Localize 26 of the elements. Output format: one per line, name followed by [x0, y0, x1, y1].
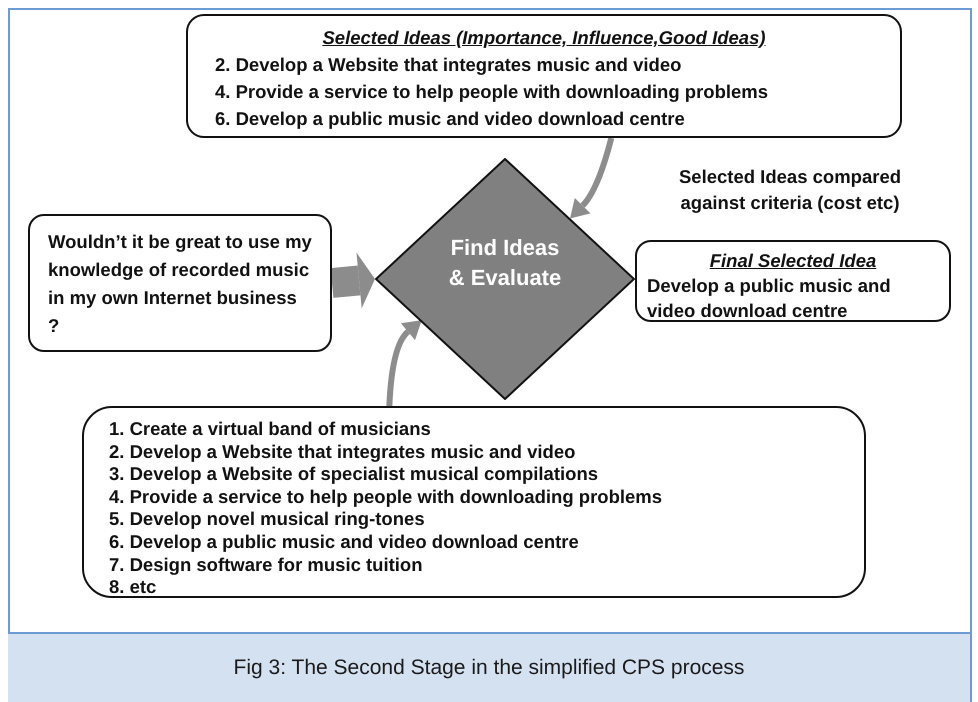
- block-arrow: [330, 252, 375, 308]
- rounded-text-box: [186, 14, 902, 138]
- idea-item: 6. Develop a public music and video download centre: [109, 530, 579, 554]
- note-text: Selected Ideas compared against criteria (cost etc): [678, 165, 902, 215]
- idea-item: 7. Design software for music tuition: [109, 554, 423, 576]
- diamond-label: Find Ideas & Evaluate: [448, 234, 562, 292]
- box-heading: Selected Ideas (Importance, Influence,Good Ideas): [322, 26, 767, 50]
- idea-item: 3. Develop a Website of specialist musical compilations: [109, 463, 598, 486]
- rounded-text-box: [635, 240, 951, 322]
- question-text: Wouldn’t it be great to use my knowledge of recorded music in my own Internet business ?: [48, 230, 312, 338]
- idea-item: 8. etc: [109, 576, 156, 599]
- idea-item: 2. Develop a Website that integrates music and video: [109, 440, 576, 464]
- idea-item: 4. Provide a service to help people with downloading problems: [215, 80, 768, 104]
- figure-caption: Fig 3: The Second Stage in the simplified CPS process: [234, 656, 744, 680]
- box-heading: Final Selected Idea: [710, 249, 878, 273]
- idea-item: 5. Develop novel musical ring-tones: [109, 508, 425, 531]
- idea-item: 1. Create a virtual band of musicians: [109, 418, 431, 441]
- idea-item: 6. Develop a public music and video download centre: [215, 107, 685, 131]
- curved-arrow: [570, 137, 614, 218]
- rounded-text-box: [82, 406, 866, 598]
- decision-diamond: [375, 158, 635, 400]
- idea-item: 2. Develop a Website that integrates music and video: [215, 53, 682, 77]
- rounded-text-box: [28, 214, 332, 352]
- idea-item: 4. Provide a service to help people with downloading problems: [109, 486, 662, 508]
- curved-arrow: [386, 320, 422, 406]
- idea-item: Develop a public music and video download centre: [647, 274, 892, 323]
